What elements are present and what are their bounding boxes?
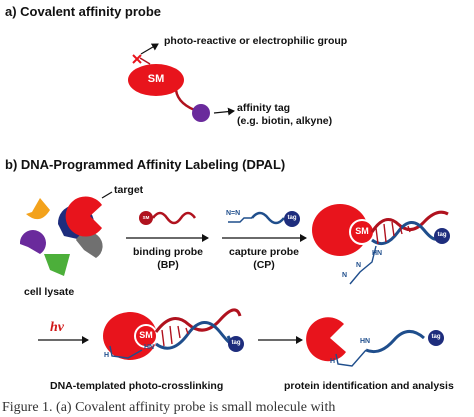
crosslink-h-label: H [104,352,110,359]
cell-lysate-label: cell lysate [24,286,75,298]
sm-label: SM [147,73,165,85]
complex-sm-badge: SM [355,226,369,236]
capture-probe-abbr: (CP) [253,259,275,271]
identify-h-label: H [330,358,336,365]
orange-protein [26,198,50,220]
affinity-tag-label: affinity tag [237,102,291,114]
capture-probe-label: capture probe [228,246,300,258]
crosslink-step-label: DNA-templated photo-crosslinking [50,380,224,392]
green-protein [44,254,70,276]
target-protein-pacman [65,196,102,237]
cp-tag-label: tag [287,215,297,221]
crosslink-step [38,308,303,360]
binding-probe-label: binding probe [133,246,203,258]
identification-step-label: protein identification and analysis [284,380,454,392]
small-molecule-ellipse [128,64,184,96]
identification-step [306,317,444,367]
identify-hn-label: HN [360,338,371,345]
hv-label: hv [50,320,64,335]
panel-b-title: b) DNA-Programmed Affinity Labeling (DPA… [5,157,286,172]
covalent-probe-diagram [128,43,235,122]
reactive-group-label: photo-reactive or electrophilic group [164,35,348,47]
reactive-group-star-icon [132,54,142,64]
affinity-tag-circle [192,104,210,122]
crosslink-sm-badge: SM [139,330,153,340]
probe-target-complex [312,204,450,285]
complex-n-label: N [356,262,362,269]
capture-probe-diagram [222,211,307,242]
crosslink-hn-label: HN [144,344,155,351]
cell-lysate-proteins [19,191,113,276]
target-label: target [114,184,144,196]
complex-hn-label: HN [372,250,383,257]
cp-diazirine-label: N=N [226,210,241,217]
bp-sm-label: SM [142,215,150,220]
binding-probe-diagram [126,211,209,242]
identify-tag-label: tag [431,334,441,340]
purple-protein [19,230,46,254]
panel-a-title: a) Covalent affinity probe [5,4,162,19]
figure-caption: Figure 1. (a) Covalent affinity probe is… [2,400,336,415]
gray-protein [76,232,103,258]
crosslink-tag-label: tag [231,340,241,346]
complex-n2-label: N [342,272,348,279]
affinity-tag-example: (e.g. biotin, alkyne) [237,115,333,127]
binding-probe-abbr: (BP) [157,259,179,271]
complex-tag-label: tag [437,232,447,238]
